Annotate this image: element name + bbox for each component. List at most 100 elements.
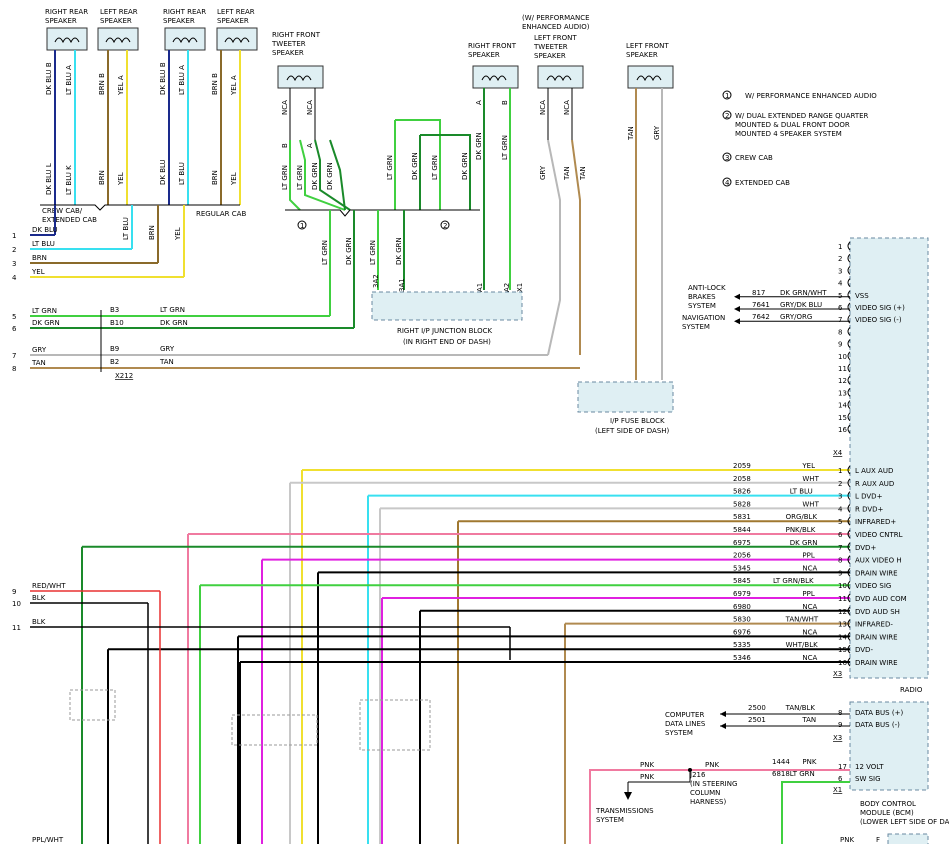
svg-text:A1: A1 bbox=[476, 283, 484, 292]
radio-pin-function: DVD- bbox=[855, 646, 873, 654]
svg-text:LT GRN: LT GRN bbox=[386, 155, 394, 180]
radio-pin-number: 1 bbox=[838, 467, 842, 475]
svg-text:PNK: PNK bbox=[840, 836, 854, 844]
radio-circuit: 5346 bbox=[733, 654, 751, 662]
radio-pin-number: 7 bbox=[838, 316, 842, 324]
left-wire-number: 9 bbox=[12, 588, 16, 596]
radio-wire-color: NCA bbox=[802, 564, 817, 572]
bcm-wire-color: LT GRN bbox=[790, 770, 815, 778]
radio-pin-function: VIDEO SIG (+) bbox=[855, 304, 905, 312]
svg-text:X3: X3 bbox=[833, 670, 842, 678]
radio-pin-number: 16 bbox=[838, 659, 847, 667]
radio-pin-number: 15 bbox=[838, 646, 847, 654]
svg-text:LT BLU: LT BLU bbox=[122, 217, 130, 240]
radio-wire-color: NCA bbox=[802, 628, 817, 636]
radio-pin-number: 1 bbox=[838, 243, 842, 251]
svg-text:PPL/WHT: PPL/WHT bbox=[32, 836, 64, 844]
radio-pin-function: AUX VIDEO H bbox=[855, 557, 902, 565]
radio-wire-color: LT BLU bbox=[790, 488, 813, 496]
radio-wire-color: GRY/DK BLU bbox=[780, 301, 822, 309]
radio-wire-color: NCA bbox=[802, 654, 817, 662]
svg-text:NCA: NCA bbox=[281, 100, 289, 115]
svg-text:LT GRN: LT GRN bbox=[281, 165, 289, 190]
bcm-circuit: 1444 bbox=[772, 758, 790, 766]
radio-circuit: 6980 bbox=[733, 603, 751, 611]
svg-text:B9: B9 bbox=[110, 345, 119, 353]
radio-pin-function: VIDEO SIG bbox=[855, 582, 891, 590]
left-wire-label: DK BLU bbox=[32, 226, 58, 234]
radio-pin-number: 5 bbox=[838, 292, 842, 300]
radio-circuit: 5830 bbox=[733, 616, 751, 624]
radio-circuit: 5335 bbox=[733, 641, 751, 649]
right-ip-junction-block: 3A2 3A1 A1 A2 X1 RIGHT I/P JUNCTION BLOC… bbox=[371, 274, 524, 346]
svg-text:TAN: TAN bbox=[159, 358, 174, 366]
svg-text:B2: B2 bbox=[110, 358, 119, 366]
note-1: W/ PERFORMANCE ENHANCED AUDIO bbox=[745, 92, 877, 100]
left-wire-label: DK GRN bbox=[32, 319, 60, 327]
left-wire-label: BLK bbox=[32, 594, 46, 602]
svg-text:3A1: 3A1 bbox=[398, 278, 406, 292]
radio-pin-number: 9 bbox=[838, 341, 842, 349]
radio-wire-color: DK GRN bbox=[790, 539, 818, 547]
left-wire-label: GRY bbox=[32, 346, 47, 354]
radio-pin-number: 4 bbox=[838, 505, 843, 513]
radio-circuit: 2059 bbox=[733, 462, 751, 470]
svg-text:RIGHT I/P JUNCTION BLOCK: RIGHT I/P JUNCTION BLOCK bbox=[397, 327, 492, 335]
left-wire-label: TAN bbox=[31, 359, 46, 367]
regular-cab-label: REGULAR CAB bbox=[196, 210, 246, 218]
svg-text:A: A bbox=[475, 100, 483, 105]
crew-cab-label: CREW CAB/EXTENDED CAB bbox=[42, 207, 97, 224]
radio-wire-color: ORG/BLK bbox=[786, 513, 818, 521]
svg-text:LT GRN: LT GRN bbox=[431, 155, 439, 180]
bcm-pin-number: 17 bbox=[838, 763, 847, 771]
left-wire-label: RED/WHT bbox=[32, 582, 66, 590]
svg-text:LT BLU A: LT BLU A bbox=[178, 65, 186, 95]
radio-pin-number: 10 bbox=[838, 582, 847, 590]
left-wire-number: 1 bbox=[12, 232, 16, 240]
radio-pin-number: 15 bbox=[838, 414, 847, 422]
bcm-circuit: 2501 bbox=[748, 716, 766, 724]
radio-pin-number: 13 bbox=[838, 621, 847, 629]
radio-pin-number: 13 bbox=[838, 389, 847, 397]
radio-wire-color: YEL bbox=[801, 462, 815, 470]
left-wire-number: 2 bbox=[12, 246, 16, 254]
radio-wire-color: TAN/WHT bbox=[785, 616, 819, 624]
radio-pin-function: DVD+ bbox=[855, 544, 876, 552]
radio-circuit: 5345 bbox=[733, 564, 751, 572]
bcm-pin-function: DATA BUS (-) bbox=[855, 721, 900, 729]
svg-text:DK GRN: DK GRN bbox=[160, 319, 188, 327]
radio-pin-number: 7 bbox=[838, 544, 842, 552]
svg-text:B10: B10 bbox=[110, 319, 124, 327]
svg-text:DK BLU L: DK BLU L bbox=[45, 163, 53, 195]
radio-wire-color: WHT bbox=[802, 500, 819, 508]
left-wire-number: 3 bbox=[12, 260, 16, 268]
radio-wire-color: PPL bbox=[802, 590, 814, 598]
radio-circuit: 5828 bbox=[733, 500, 751, 508]
bcm-pin-number: 6 bbox=[838, 775, 843, 783]
bcm-circuit: 2500 bbox=[748, 704, 766, 712]
ip-fuse-block: I/P FUSE BLOCK (LEFT SIDE OF DASH) bbox=[577, 381, 674, 435]
radio-circuit: 7641 bbox=[752, 301, 770, 309]
radio-pin-number: 6 bbox=[838, 304, 843, 312]
svg-text:LT GRN: LT GRN bbox=[160, 306, 185, 314]
radio-pin-number: 9 bbox=[838, 569, 842, 577]
svg-text:X1: X1 bbox=[833, 786, 842, 794]
svg-text:(IN RIGHT END OF DASH): (IN RIGHT END OF DASH) bbox=[403, 338, 491, 346]
svg-text:DK GRN: DK GRN bbox=[411, 152, 419, 180]
